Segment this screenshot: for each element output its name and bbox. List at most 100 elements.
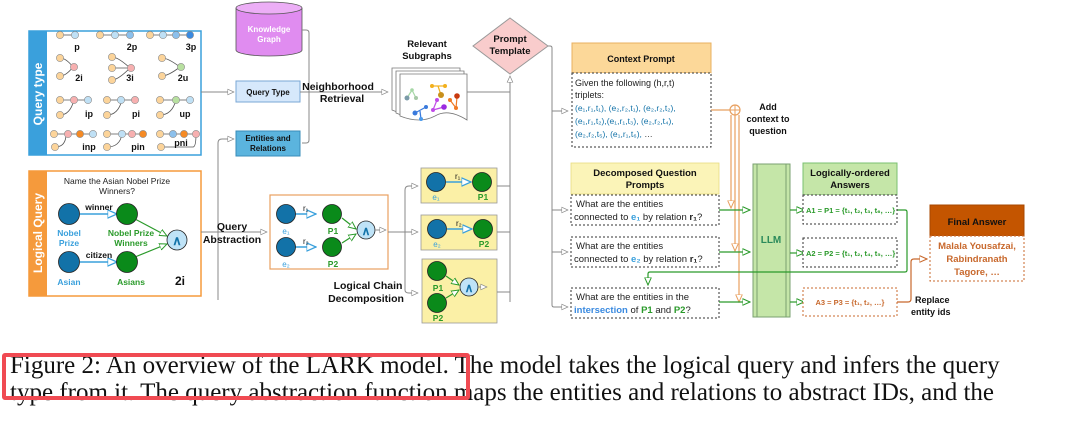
target-label-1b: Winners [114,238,148,248]
answer-box-2 [802,237,898,268]
answer-2: A2 = P2 = {t₁, t₂, t₄, t₅, …} [806,249,895,258]
question-box-1 [570,194,720,226]
final-answer-line-1: Malala Yousafzai, [938,241,1016,252]
add-context-label-2: context to [746,114,790,124]
query-type-label: Query type [31,62,45,125]
entities-relations-box: Entities and Relations [235,130,301,157]
logical-chain-label-2: Decomposition [328,293,404,305]
chain2-e2: e₂ [433,240,441,249]
answer-box-3 [802,287,898,317]
query-type-pin: pin [131,142,145,152]
entity-label-prize: Prize [59,238,80,248]
llm-label: LLM [761,235,782,246]
neighborhood-retrieval-label-2: Retrieval [320,93,364,105]
context-line-2: triplets: [575,90,604,100]
abstraction-e1: e₁ [282,227,289,236]
abstraction-p2: P2 [328,259,339,269]
question-box-2 [570,236,720,268]
q2-line-2: connected to e₂ by relation r₁? [574,254,703,265]
decomposed-title-1: Decomposed Question [593,168,697,179]
relation-winner: winner [84,202,113,212]
intersection-node [166,229,188,251]
abstraction-r2: r₂ [303,237,309,246]
query-type-box: Query Type [235,80,301,103]
caption-line-1-rest: The model takes the logical query and in… [448,352,1000,379]
target-node-nobel-winners [116,203,138,225]
abstracted-query-box: ∧ r₁ r₂ e₁ e₂ P1 P2 [269,194,389,270]
query-type-tag: 2i [175,274,185,288]
logical-query-sidebar [29,171,47,296]
and-symbol: ∧ [172,233,182,248]
triplets-line-3: (e₂,r₂,t₅), (e₁,r₁,t₆), … [575,129,653,139]
answers-column: Logically-ordered Answers A1 = P1 = {t₁,… [802,162,898,317]
kg-label-1: Knowledge [248,25,291,34]
chain1-p1: P1 [478,192,489,202]
entities-box-label-2: Relations [250,144,287,153]
query-type-p: p [74,42,80,52]
query-type-inp: inp [82,142,96,152]
prompt-template-label-2: Template [489,46,530,57]
q3-line-1: What are the entities in the [576,292,689,303]
relevant-subgraphs-stack: Relevant Subgraphs [391,39,468,121]
chain2-p2: P2 [479,239,490,249]
target-label-1a: Nobel Prize [108,228,155,238]
neighborhood-retrieval-label-1: Neighborhood [302,81,374,93]
q2-line-1: What are the entities [576,241,663,252]
query-abstraction-label-2: Abstraction [203,234,261,246]
chain1-r1: r₁ [455,172,461,181]
entity-label-nobel: Nobel [57,228,81,238]
query-type-sidebar [29,31,47,155]
logical-query-label: Logical Query [31,193,45,273]
triplets-line-2: (e₁,r₁,t₂),(e₁,r₁,t₃), (e₂,r₂,t₄), [575,116,674,126]
prompt-template-label-1: Prompt [493,34,527,45]
final-answer-box: Final Answer Malala Yousafzai, Rabindran… [929,204,1025,282]
chain-box-2: r₂ e₂ P2 [420,214,498,251]
target-label-asians: Asians [117,277,145,287]
query-type-2i: 2i [75,73,83,83]
add-context-label-3: question [749,126,787,136]
relation-citizen: citizen [86,250,112,260]
knowledge-graph-cylinder: Knowledge Graph [235,1,303,57]
query-type-ip: ip [85,109,94,119]
final-answer-line-3: Tagore, … [954,267,1000,278]
abstraction-r1: r₁ [303,204,309,213]
add-context-label-1: Add [759,102,777,112]
final-answer-title: Final Answer [948,217,1007,228]
answer-3: A3 = P3 = {t₁, t₂, …} [816,298,885,307]
question-line-2: Winners? [99,186,135,196]
context-prompt-box: Context Prompt Given the following (h,r,… [571,42,712,148]
answer-box-1 [802,194,898,225]
chain1-e1: e₁ [432,193,439,202]
subgraphs-label-1: Relevant [407,39,447,50]
question-box-3 [570,287,720,319]
kg-label-2: Graph [257,35,281,44]
entity-label-asian: Asian [57,277,80,287]
chain3-p2: P2 [433,313,444,323]
q1-line-1: What are the entities [576,199,663,210]
decomposed-title-2: Prompts [626,180,665,191]
query-abstraction-label-1: Query [217,221,248,233]
abstraction-e2: e₂ [282,260,290,269]
replace-label-2: entity ids [911,307,951,317]
query-type-2p: 2p [127,42,138,52]
query-type-2u: 2u [178,73,189,83]
query-type-box-label: Query Type [246,88,290,97]
answers-title-2: Answers [830,180,870,191]
replace-label-1: Replace [915,295,950,305]
q1-line-2: connected to e₁ by relation r₁? [574,212,702,223]
q3-line-2: intersection of P1 and P2? [574,305,691,316]
query-type-3i: 3i [126,73,134,83]
question-line-1: Name the Asian Nobel Prize [64,176,171,186]
llm-block: LLM [752,163,791,318]
chain-box-1: r₁ e₁ P1 [420,167,498,204]
chain3-p1: P1 [433,283,444,293]
caption-line-2: type from it. The query abstraction func… [10,379,994,406]
query-type-pni: pni [174,138,188,148]
query-type-up: up [180,109,191,119]
answers-title-1: Logically-ordered [810,168,890,179]
abstraction-and-symbol: ∧ [362,224,371,238]
entity-node-nobel-prize [58,203,80,225]
answer-1: A1 = P1 = {t₁, t₂, t₃, t₆, …} [806,206,895,215]
